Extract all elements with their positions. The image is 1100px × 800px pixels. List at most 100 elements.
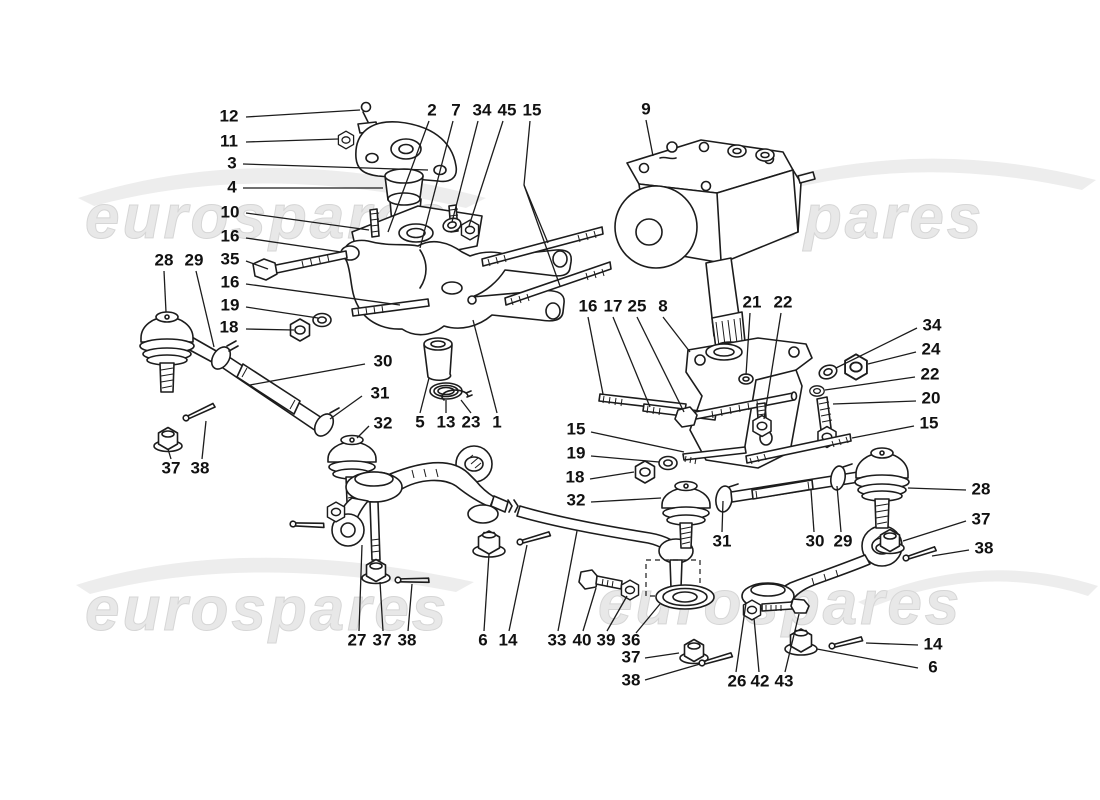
part-number-10: 10 [221,202,240,221]
leader-line-34 [835,327,918,369]
leader-line-29 [195,270,215,348]
leader-line-28 [163,270,167,313]
leader-line-38 [931,549,970,557]
part-number-16: 16 [221,272,240,291]
leader-line-37 [379,581,384,632]
part-number-33: 33 [548,630,567,649]
leader-line-12 [245,109,361,118]
side-plug [797,171,816,184]
center-link-33 [490,495,509,513]
washer-22 [809,385,825,397]
part-number-21: 21 [743,292,762,311]
leader-line-39 [606,595,628,632]
cotter-pin-38 [901,545,938,563]
steering-gearbox-drawing [614,139,816,353]
tie-rod-end-28 [854,447,910,529]
part-number-7: 7 [451,100,460,119]
part-number-37: 37 [373,630,392,649]
part-number-27: 27 [348,630,367,649]
part-number-14: 14 [499,630,518,649]
part-number-38: 38 [191,458,210,477]
leader-line-25 [636,316,685,413]
part-number-20: 20 [922,388,941,407]
part-number-17: 17 [604,296,623,315]
adjuster-sleeve [236,363,301,415]
relay-arm-drawing [288,445,688,588]
leader-line-45 [468,120,504,227]
leader-line-2 [387,120,430,233]
part-number-31: 31 [371,383,390,402]
circlip-23 [441,389,473,401]
part-number-45: 45 [498,100,517,119]
part-number-43: 43 [775,671,794,690]
leader-line-38 [407,583,413,632]
leader-line-15 [851,425,915,439]
nut-39 [620,579,640,601]
leader-line-14 [508,544,528,632]
clamp-31 [715,485,733,513]
stud-15 [504,261,612,306]
nut-18 [634,460,656,484]
leader-line-19 [245,306,319,319]
left-tie-rod-drawing [139,311,377,503]
leader-line-30 [249,363,366,386]
leader-line-16 [587,316,604,395]
leader-line-43 [784,613,800,673]
leader-line-15 [523,120,531,186]
part-number-18: 18 [220,317,239,336]
part-number-29: 29 [185,250,204,269]
part-number-9: 9 [641,99,650,118]
leader-line-16 [245,283,401,306]
leader-line-23 [460,399,472,414]
leader-line-36 [635,603,661,634]
cotter-pin [288,516,326,533]
mount-bracket-drawing [598,337,868,484]
bushing-5 [423,344,453,382]
stud-15 [745,433,852,464]
leader-line-15 [590,431,685,453]
part-number-26: 26 [728,671,747,690]
cotter-pin-14 [827,635,864,650]
bolt-35-head [252,258,278,281]
leader-line-33 [557,530,578,632]
part-number-37: 37 [162,458,181,477]
leader-line-3 [242,163,429,171]
nut-37 [153,426,183,453]
leader-line-32 [356,425,370,439]
bolt-35-shaft [270,250,348,275]
stud-10 [369,208,380,238]
part-number-24: 24 [922,339,941,358]
leader-line-42 [753,617,760,673]
grease-fitting-12 [360,101,372,113]
nut-22 [752,414,772,438]
knuckle-assembly-drawing [252,101,612,401]
washer-19 [658,455,678,471]
bolt-40-head [578,569,599,590]
leader-line-29 [836,485,842,533]
part-number-15: 15 [920,413,939,432]
bolt-43-head [790,598,810,614]
part-number-6: 6 [928,657,937,676]
leader-line-16 [245,237,342,253]
part-number-38: 38 [398,630,417,649]
part-number-15: 15 [523,100,542,119]
leader-line-22 [824,376,916,391]
part-number-16: 16 [579,296,598,315]
cotter-pin-14 [515,530,552,546]
leader-line-9 [645,119,654,157]
part-number-29: 29 [834,531,853,550]
stud-nut [326,501,346,523]
part-number-30: 30 [374,351,393,370]
part-number-35: 35 [221,249,240,268]
nut-37 [361,558,391,585]
part-number-37: 37 [622,647,641,666]
part-number-4: 4 [227,177,237,196]
leader-line-18 [589,471,635,480]
eurospares-watermark: eurospares [85,575,449,644]
part-number-8: 8 [658,296,667,315]
part-number-2: 2 [427,100,436,119]
part-number-23: 23 [462,412,481,431]
washer-19 [312,312,332,328]
part-number-12: 12 [220,106,239,125]
